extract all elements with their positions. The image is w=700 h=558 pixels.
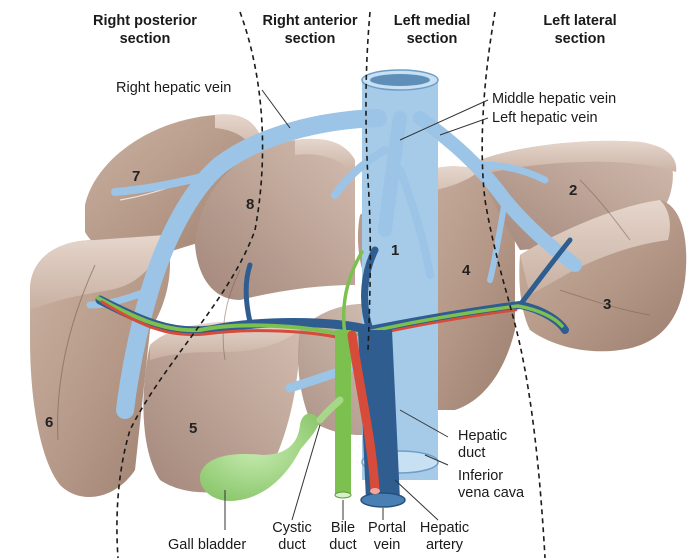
label-portal-vein: Portal vein (368, 520, 406, 553)
segment-6-shape (30, 235, 170, 497)
main-vessels (334, 330, 406, 508)
segment-4-number: 4 (462, 262, 471, 279)
segment-8-number: 8 (246, 196, 255, 213)
label-middle-hepatic-vein: Middle hepatic vein (492, 91, 617, 107)
section-left-medial: Left medial section (393, 13, 471, 47)
segment-7-number: 7 (132, 168, 141, 185)
segment-5-shape (143, 321, 300, 493)
segment-8-shape (195, 138, 355, 300)
label-inferior-vena-cava: Inferior vena cava (458, 468, 525, 501)
label-left-hepatic-vein: Left hepatic vein (492, 110, 598, 126)
label-cystic-duct: Cystic duct (272, 520, 312, 553)
label-bile-duct: Bile duct (329, 520, 357, 553)
label-hepatic-duct: Hepatic duct (458, 428, 508, 461)
section-left-lateral: Left lateral section (543, 13, 617, 47)
label-hepatic-artery: Hepatic artery (419, 520, 470, 553)
segment-5-number: 5 (189, 420, 198, 437)
leader-lines (224, 89, 489, 530)
segment-3-number: 3 (603, 296, 612, 313)
label-gall-bladder: Gall bladder (168, 537, 247, 553)
segment-2-number: 2 (569, 182, 578, 199)
gall-bladder-shape (199, 396, 344, 501)
section-right-posterior: Right posterior section (93, 13, 197, 47)
label-right-hepatic-vein: Right hepatic vein (116, 80, 232, 96)
segment-1-number: 1 (391, 242, 400, 259)
segment-6-number: 6 (45, 414, 54, 431)
section-dividers (116, 11, 546, 558)
portal-triad-branches (95, 237, 573, 497)
section-right-anterior: Right anterior section (262, 13, 358, 47)
